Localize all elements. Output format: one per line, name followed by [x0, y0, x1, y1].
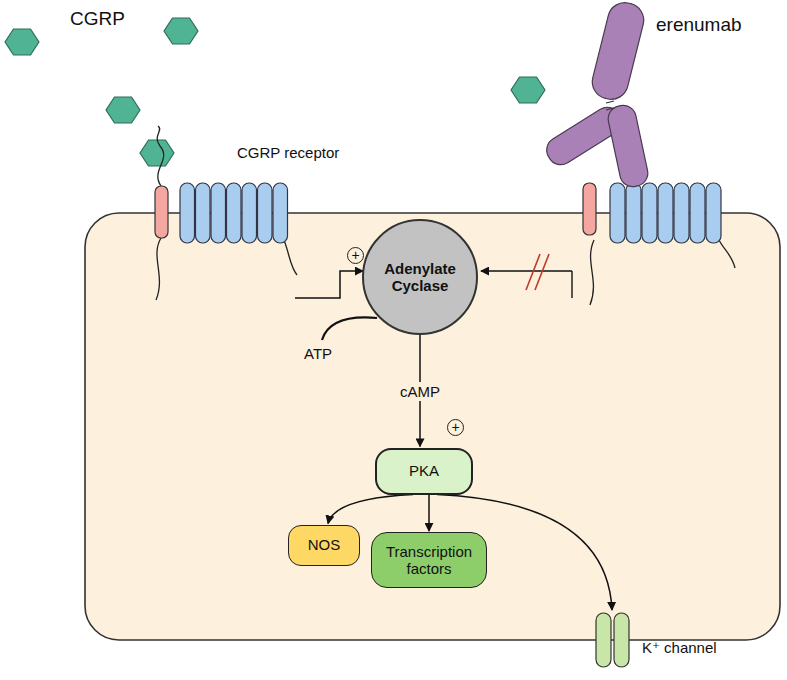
activation-sign: +	[447, 419, 464, 436]
channel-shape	[594, 612, 632, 668]
enzyme-box: NOS	[288, 525, 360, 566]
connector-arrow	[295, 271, 363, 298]
blocked-receptor	[583, 183, 735, 305]
receptor-shape	[150, 176, 295, 301]
helix	[610, 183, 625, 243]
connector-arrow	[428, 495, 430, 532]
node-text: Adenylate Cyclase	[374, 260, 466, 295]
cgrp-hexagon	[140, 140, 174, 166]
kinase-box: PKA	[375, 448, 473, 495]
edge-label: cAMP	[397, 382, 443, 401]
helix	[626, 183, 641, 243]
node-text: Transcription factors	[378, 543, 480, 578]
cgrp-hexagon	[511, 77, 545, 103]
helix	[706, 183, 721, 243]
receptor: CGRP receptor	[150, 176, 295, 301]
node-text: NOS	[308, 536, 341, 553]
node-label: K⁺ channel	[642, 639, 717, 657]
connector-arrow	[328, 495, 413, 524]
blocked-arrow	[481, 270, 572, 271]
drug-label: erenumab	[656, 14, 742, 36]
cell-body	[85, 213, 780, 640]
cgrp-hexagon	[164, 18, 198, 44]
cgrp-hexagon	[106, 97, 140, 123]
cgrp-molecules	[5, 18, 545, 166]
substrate-label: ATP	[304, 345, 332, 362]
factor-box: Transcription factors	[371, 532, 487, 588]
helix	[642, 183, 657, 243]
helix	[674, 183, 689, 243]
node-text: PKA	[409, 462, 439, 479]
ion-channel: K⁺ channel	[594, 612, 632, 668]
helix	[690, 183, 705, 243]
enzyme-circle: Adenylate Cyclase	[362, 219, 478, 335]
cgrp-hexagon	[5, 29, 39, 55]
atp-curve	[322, 317, 377, 340]
helix	[658, 183, 673, 243]
activation-sign: +	[347, 247, 364, 264]
molecule-label: CGRP	[70, 8, 125, 30]
node-label: CGRP receptor	[237, 144, 339, 161]
erenumab-antibody	[542, 0, 650, 189]
